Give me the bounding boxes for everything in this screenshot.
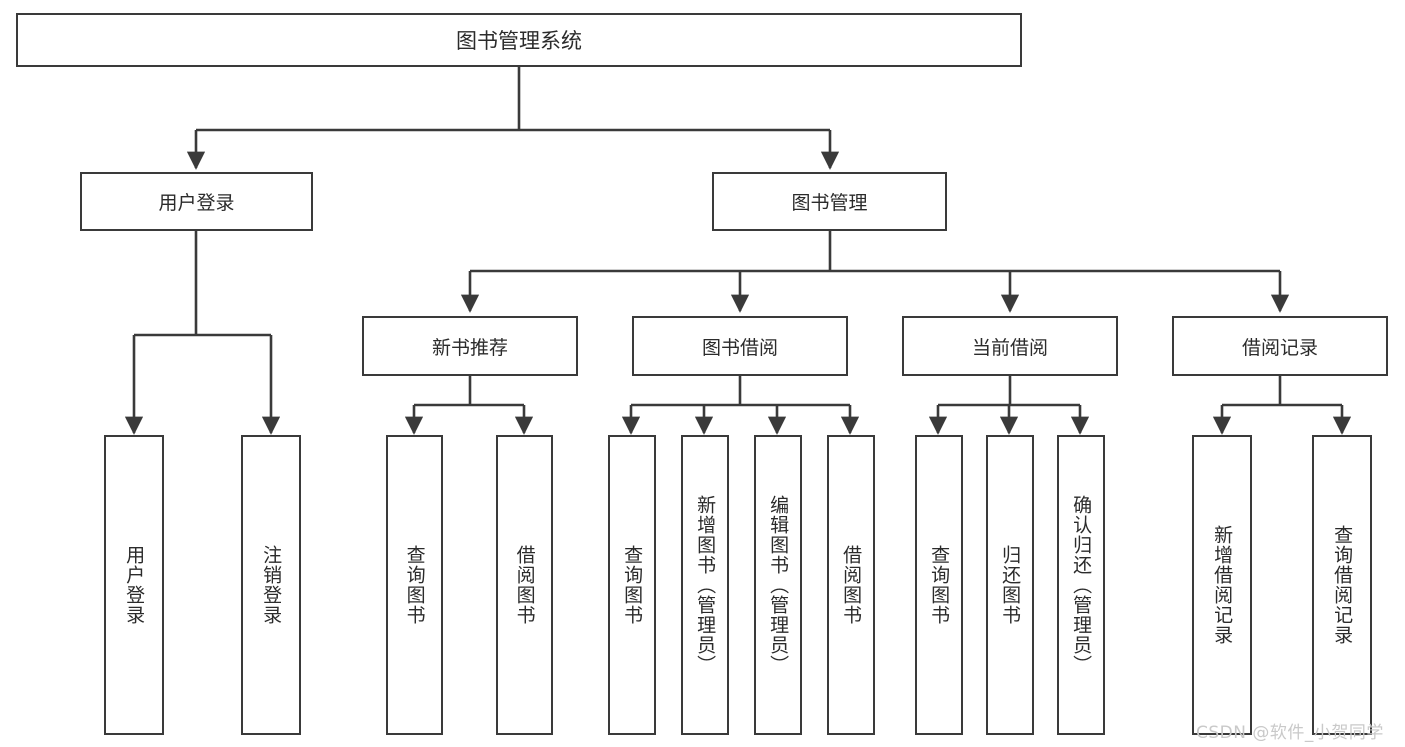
node-leaf-query-record-label: 查询借阅记录 — [1331, 525, 1354, 645]
node-leaf-logout-label: 注销登录 — [260, 545, 283, 625]
node-leaf-borrow-book-2-label: 借阅图书 — [840, 545, 863, 625]
node-leaf-add-record[interactable]: 新增借阅记录 — [1192, 435, 1252, 735]
node-leaf-add-book[interactable]: 新增图书（管理员） — [681, 435, 729, 735]
node-book-borrow-label: 图书借阅 — [701, 336, 778, 359]
node-leaf-borrow-book-1[interactable]: 借阅图书 — [496, 435, 553, 735]
node-root[interactable]: 图书管理系统 — [16, 13, 1022, 67]
node-leaf-query-record[interactable]: 查询借阅记录 — [1312, 435, 1372, 735]
node-leaf-logout[interactable]: 注销登录 — [241, 435, 301, 735]
node-leaf-add-book-label: 新增图书（管理员） — [694, 495, 717, 675]
node-leaf-confirm-return[interactable]: 确认归还（管理员） — [1057, 435, 1105, 735]
node-current-borrow[interactable]: 当前借阅 — [902, 316, 1118, 376]
node-leaf-query-book-2-label: 查询图书 — [621, 545, 644, 625]
node-leaf-add-record-label: 新增借阅记录 — [1211, 525, 1234, 645]
node-leaf-query-book-1[interactable]: 查询图书 — [386, 435, 443, 735]
node-leaf-query-book-1-label: 查询图书 — [403, 545, 426, 625]
node-leaf-borrow-book-2[interactable]: 借阅图书 — [827, 435, 875, 735]
node-leaf-query-book-2[interactable]: 查询图书 — [608, 435, 656, 735]
node-user-login-label: 用户登录 — [158, 192, 235, 214]
node-leaf-return-book[interactable]: 归还图书 — [986, 435, 1034, 735]
node-leaf-edit-book[interactable]: 编辑图书（管理员） — [754, 435, 802, 735]
node-new-book-recommend[interactable]: 新书推荐 — [362, 316, 578, 376]
node-leaf-borrow-book-1-label: 借阅图书 — [513, 545, 536, 625]
node-leaf-user-login[interactable]: 用户登录 — [104, 435, 164, 735]
node-book-borrow[interactable]: 图书借阅 — [632, 316, 848, 376]
node-book-management[interactable]: 图书管理 — [712, 172, 947, 231]
node-leaf-return-book-label: 归还图书 — [999, 545, 1022, 625]
node-borrow-record-label: 借阅记录 — [1241, 336, 1318, 359]
node-leaf-user-login-label: 用户登录 — [123, 545, 146, 625]
node-leaf-edit-book-label: 编辑图书（管理员） — [767, 495, 790, 675]
node-borrow-record[interactable]: 借阅记录 — [1172, 316, 1388, 376]
node-current-borrow-label: 当前借阅 — [971, 336, 1048, 359]
node-root-label: 图书管理系统 — [456, 29, 582, 53]
node-leaf-query-book-3[interactable]: 查询图书 — [915, 435, 963, 735]
watermark: CSDN @软件_小贺同学 — [1196, 723, 1384, 743]
node-new-book-recommend-label: 新书推荐 — [431, 336, 508, 359]
node-book-management-label: 图书管理 — [791, 192, 868, 214]
node-user-login[interactable]: 用户登录 — [80, 172, 313, 231]
node-leaf-confirm-return-label: 确认归还（管理员） — [1070, 495, 1093, 675]
node-leaf-query-book-3-label: 查询图书 — [928, 545, 951, 625]
